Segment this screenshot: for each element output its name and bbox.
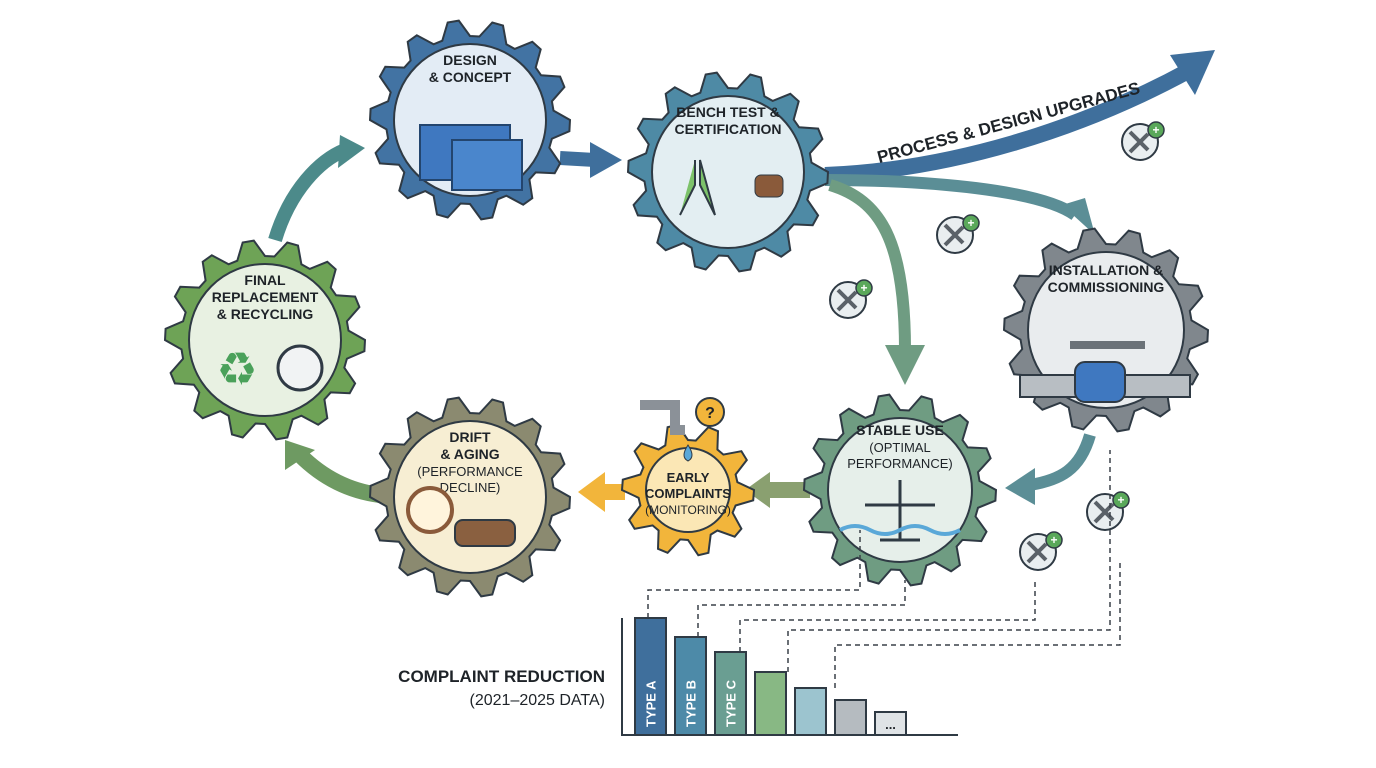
wrench-plus-icon: + — [829, 279, 873, 319]
gear-title: & AGING — [440, 446, 499, 462]
arrow-upgrades — [824, 62, 1194, 183]
gear-title: BENCH TEST & — [676, 104, 779, 120]
chart-title: COMPLAINT REDUCTION — [398, 667, 605, 686]
svg-text:+: + — [1117, 493, 1124, 507]
gear-title: DRIFT — [449, 429, 491, 445]
wrench-plus-icon: + — [1086, 491, 1130, 531]
svg-text:+: + — [1050, 533, 1057, 547]
arrow-head — [1005, 468, 1035, 505]
gear-title: FINAL — [244, 272, 286, 288]
flow-arrows — [268, 50, 1215, 512]
arrow-drift-to-final — [294, 449, 382, 503]
chart-bar — [674, 636, 707, 736]
chart-leader-lines — [647, 450, 1121, 688]
gear-title: COMMISSIONING — [1048, 279, 1165, 295]
gear-title: STABLE USE — [856, 422, 944, 438]
chart-bar — [834, 699, 867, 736]
arrow-bench-to-stable — [828, 179, 911, 351]
svg-text:+: + — [967, 216, 974, 230]
svg-text:+: + — [1152, 123, 1159, 137]
arrow-head — [590, 142, 622, 178]
chart-subtitle: (2021–2025 DATA) — [470, 692, 605, 709]
meter-icon — [276, 344, 324, 392]
water-drop-icon — [683, 444, 693, 462]
wrench-plus-icon: + — [1121, 121, 1165, 161]
arrow-head — [885, 345, 925, 385]
arrow-head — [1170, 50, 1215, 95]
gear-subtitle: DECLINE) — [440, 480, 501, 495]
water-meter-icon — [1074, 361, 1126, 403]
upgrade-label: PROCESS & DESIGN UPGRADES — [875, 78, 1142, 167]
svg-text:+: + — [860, 281, 867, 295]
wrench-plus-icon: + — [936, 214, 980, 254]
arrow-install-to-stable — [1028, 433, 1096, 491]
chart-bar — [874, 711, 907, 736]
rusty-meter-icon — [454, 519, 516, 547]
wrench-plus-icon: + — [1019, 531, 1063, 571]
bar-label: ... — [885, 717, 896, 732]
gear-title: INSTALLATION & — [1049, 262, 1164, 278]
gear-subtitle: PERFORMANCE) — [847, 456, 952, 471]
clock-icon — [406, 486, 454, 534]
arrow-head — [338, 135, 365, 168]
bar-label: TYPE C — [724, 679, 739, 727]
gear-bench: BENCH TEST &CERTIFICATION — [626, 71, 830, 273]
gear-title: EARLY — [667, 470, 710, 485]
complaint-bar-chart: TYPE A TYPE B TYPE C... — [621, 617, 958, 736]
chart-axis — [621, 618, 958, 736]
recycle-icon: ♻ — [216, 343, 257, 395]
blueprint-icon — [451, 139, 523, 191]
upgrade-wrench-icons: + + + + + — [829, 121, 1165, 571]
gear-title: COMPLAINTS — [645, 486, 731, 501]
faucet-icon — [640, 400, 685, 435]
arrow-bench-to-install — [824, 174, 1079, 221]
chart-bar — [714, 651, 747, 736]
question-icon: ? — [705, 405, 715, 422]
bar-label: TYPE B — [684, 680, 699, 727]
gear-install: INSTALLATION &COMMISSIONING — [1002, 227, 1210, 433]
gear-subtitle: (PERFORMANCE — [417, 464, 523, 479]
gear-title: CERTIFICATION — [674, 121, 781, 137]
stamp-icon — [754, 174, 784, 198]
arrow-head — [1062, 198, 1095, 235]
arrow-head — [578, 472, 605, 512]
chart-bar — [634, 617, 667, 736]
gear-face — [651, 95, 805, 249]
chart-bar — [794, 687, 827, 736]
gear-title: REPLACEMENT — [212, 289, 319, 305]
arrow-head — [285, 440, 315, 470]
question-bubble-icon — [695, 397, 725, 427]
arrow-final-to-design — [268, 143, 348, 243]
bar-label: TYPE A — [644, 680, 659, 727]
gear-illustrations: ♻? — [216, 124, 1191, 547]
gear-face — [1027, 251, 1185, 409]
gear-title: & RECYCLING — [217, 306, 314, 322]
gear-title: & CONCEPT — [429, 69, 512, 85]
gear-subtitle: (MONITORING) — [645, 503, 731, 517]
arrow-head — [745, 472, 770, 508]
arrow-design-to-bench — [559, 151, 596, 167]
flask-icon — [679, 159, 716, 216]
gear-title: DESIGN — [443, 52, 497, 68]
gear-subtitle: (OPTIMAL — [869, 440, 930, 455]
water-wave-icon — [839, 524, 961, 536]
chart-bar — [754, 671, 787, 736]
